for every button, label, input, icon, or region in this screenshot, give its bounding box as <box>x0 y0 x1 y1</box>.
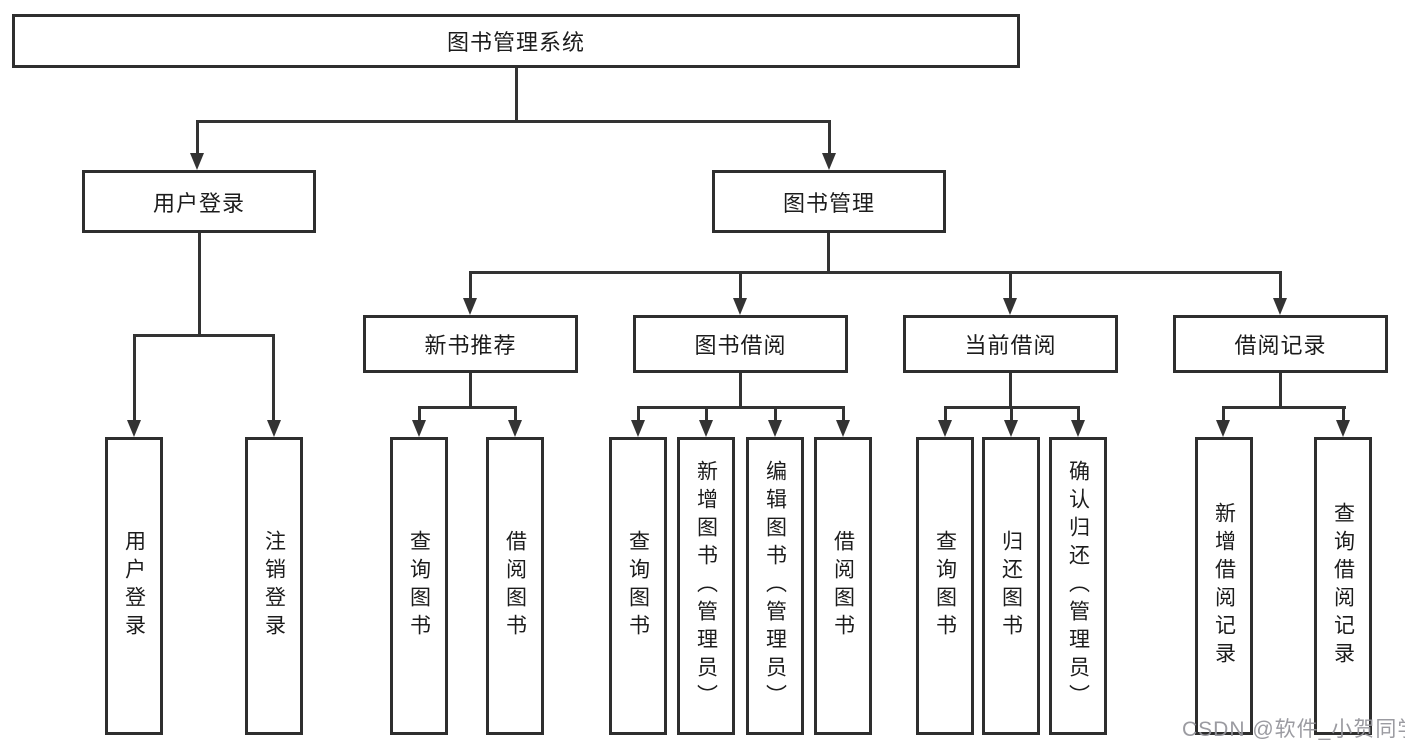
leaf-user-login: 用户登录 <box>105 437 163 735</box>
connector-hline <box>133 334 274 337</box>
connector-arrowhead <box>938 420 952 437</box>
connector-vline <box>739 373 742 409</box>
connector-hline <box>1222 406 1346 409</box>
connector-arrowhead <box>1004 420 1018 437</box>
leaf-confirm-return-admin-label: 确认归还（管理员） <box>1066 460 1090 712</box>
connector-vline <box>828 120 831 156</box>
node-root-system: 图书管理系统 <box>12 14 1020 68</box>
connector-arrowhead <box>127 420 141 437</box>
leaf-add-book-admin: 新增图书（管理员） <box>677 437 735 735</box>
connector-arrowhead <box>508 420 522 437</box>
connector-arrowhead <box>733 298 747 315</box>
connector-arrowhead <box>1216 420 1230 437</box>
connector-arrowhead <box>1273 298 1287 315</box>
leaf-edit-book-admin: 编辑图书（管理员） <box>746 437 804 735</box>
connector-vline <box>1010 406 1013 423</box>
connector-vline <box>1077 406 1080 423</box>
connector-vline <box>1279 271 1282 301</box>
connector-vline <box>827 231 830 274</box>
leaf-add-borrow-record-label: 新增借阅记录 <box>1212 502 1236 670</box>
leaf-query-books-current: 查询图书 <box>916 437 974 735</box>
connector-vline <box>774 406 777 423</box>
leaf-logout-label: 注销登录 <box>262 530 286 642</box>
leaf-borrow-books-recommend: 借阅图书 <box>486 437 544 735</box>
leaf-borrow-books: 借阅图书 <box>814 437 872 735</box>
connector-arrowhead <box>631 420 645 437</box>
connector-hline <box>637 406 845 409</box>
connector-vline <box>1222 406 1225 423</box>
connector-hline <box>469 271 1281 274</box>
connector-vline <box>515 66 518 123</box>
leaf-logout: 注销登录 <box>245 437 303 735</box>
leaf-query-books-recommend: 查询图书 <box>390 437 448 735</box>
leaf-return-books-label: 归还图书 <box>999 530 1023 642</box>
connector-hline <box>196 120 831 123</box>
connector-vline <box>198 231 201 337</box>
node-book-borrow-label: 图书借阅 <box>694 333 787 358</box>
connector-arrowhead <box>267 420 281 437</box>
connector-vline <box>272 334 275 422</box>
connector-arrowhead <box>836 420 850 437</box>
connector-arrowhead <box>822 153 836 170</box>
connector-arrowhead <box>412 420 426 437</box>
connector-arrowhead <box>190 153 204 170</box>
leaf-borrow-books-recommend-label: 借阅图书 <box>503 530 527 642</box>
node-book-borrow: 图书借阅 <box>633 315 848 373</box>
connector-vline <box>1009 373 1012 409</box>
connector-vline <box>705 406 708 423</box>
leaf-edit-book-admin-label: 编辑图书（管理员） <box>763 460 787 712</box>
node-borrow-records-label: 借阅记录 <box>1234 333 1327 358</box>
connector-vline <box>514 406 517 423</box>
connector-hline <box>418 406 517 409</box>
leaf-query-books-current-label: 查询图书 <box>933 530 957 642</box>
connector-vline <box>637 406 640 423</box>
connector-arrowhead <box>1336 420 1350 437</box>
node-user-login-label: 用户登录 <box>152 190 245 216</box>
leaf-query-books-borrow-label: 查询图书 <box>626 530 650 642</box>
connector-arrowhead <box>1003 298 1017 315</box>
connector-vline <box>469 373 472 409</box>
node-new-book-recommend: 新书推荐 <box>363 315 578 373</box>
node-borrow-records: 借阅记录 <box>1173 315 1388 373</box>
node-current-borrow: 当前借阅 <box>903 315 1118 373</box>
node-user-login: 用户登录 <box>82 170 316 233</box>
leaf-return-books: 归还图书 <box>982 437 1040 735</box>
connector-vline <box>1009 271 1012 301</box>
connector-vline <box>944 406 947 423</box>
connector-vline <box>418 406 421 423</box>
connector-arrowhead <box>768 420 782 437</box>
leaf-confirm-return-admin: 确认归还（管理员） <box>1049 437 1107 735</box>
node-current-borrow-label: 当前借阅 <box>964 333 1057 358</box>
connector-vline <box>1342 406 1345 423</box>
connector-vline <box>469 271 472 301</box>
connector-vline <box>196 120 199 156</box>
connector-vline <box>739 271 742 301</box>
leaf-add-book-admin-label: 新增图书（管理员） <box>694 460 718 712</box>
leaf-query-borrow-record-label: 查询借阅记录 <box>1331 502 1355 670</box>
leaf-add-borrow-record: 新增借阅记录 <box>1195 437 1253 735</box>
connector-vline <box>133 334 136 422</box>
connector-arrowhead <box>463 298 477 315</box>
leaf-borrow-books-label: 借阅图书 <box>831 530 855 642</box>
connector-vline <box>1279 373 1282 409</box>
leaf-query-books-recommend-label: 查询图书 <box>407 530 431 642</box>
node-book-management-label: 图书管理 <box>782 190 875 216</box>
connector-vline <box>842 406 845 423</box>
connector-arrowhead <box>1071 420 1085 437</box>
csdn-watermark: CSDN @软件_小贺同学 <box>1182 718 1405 741</box>
leaf-query-borrow-record: 查询借阅记录 <box>1314 437 1372 735</box>
leaf-query-books-borrow: 查询图书 <box>609 437 667 735</box>
node-new-book-recommend-label: 新书推荐 <box>424 333 517 358</box>
connector-arrowhead <box>699 420 713 437</box>
node-book-management: 图书管理 <box>712 170 946 233</box>
node-root-system-label: 图书管理系统 <box>446 30 585 55</box>
leaf-user-login-label: 用户登录 <box>122 530 146 642</box>
